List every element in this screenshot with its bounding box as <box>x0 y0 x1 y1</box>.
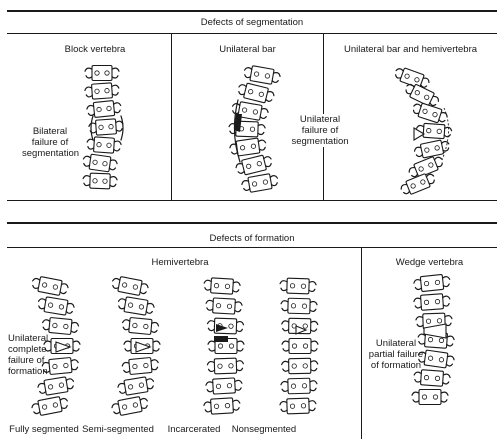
vertebra <box>117 296 155 317</box>
vertebra <box>111 275 149 296</box>
incarcerated-column <box>204 277 244 414</box>
vertebra <box>237 81 276 104</box>
hemivertebra-wedge <box>414 128 424 140</box>
fully-segmented-column <box>31 275 80 416</box>
vertebra <box>281 378 317 394</box>
vertebra <box>282 339 318 354</box>
vertebra <box>207 318 243 334</box>
vertebra <box>417 349 455 369</box>
wedge-vertebra-column <box>412 274 455 405</box>
vertebra <box>280 398 316 414</box>
vertebra <box>204 277 241 294</box>
vertebra <box>206 378 243 395</box>
vertebra <box>282 358 318 374</box>
vertebra <box>82 153 118 173</box>
hemivertebra-bar <box>214 336 228 342</box>
vertebra <box>241 172 279 193</box>
nonsegmented-column <box>280 278 318 414</box>
vertebra <box>37 296 75 317</box>
vertebra <box>117 376 155 397</box>
vertebra <box>122 357 159 375</box>
vertebra <box>87 136 122 153</box>
vertebra <box>393 65 431 90</box>
vertebra <box>85 82 120 99</box>
vertebra <box>85 66 119 81</box>
vertebra <box>207 358 243 374</box>
vertebra <box>414 293 451 310</box>
vertebra <box>83 173 118 189</box>
vertebra <box>412 390 448 405</box>
vertebra <box>89 118 124 135</box>
vertebra <box>413 139 450 160</box>
vertebra <box>42 317 79 335</box>
vertebra <box>281 298 317 314</box>
vertebra <box>111 395 149 416</box>
vertebra <box>416 123 452 139</box>
vertebra <box>86 100 121 118</box>
block-vertebra-column <box>82 66 123 190</box>
vertebra <box>411 101 449 125</box>
unilateral-bar-column <box>229 64 281 193</box>
vertebra <box>243 64 281 85</box>
vertebra <box>235 153 274 176</box>
vertebra <box>31 395 69 416</box>
vertebra <box>280 278 316 294</box>
vertebra <box>31 275 69 296</box>
vertebra <box>42 357 79 375</box>
vertebra <box>206 298 243 315</box>
vertebra <box>413 274 450 293</box>
vertebra <box>122 317 159 335</box>
vertebra <box>37 376 75 397</box>
vertebra <box>204 397 241 414</box>
bar-and-hemivertebra-column <box>393 65 452 197</box>
semi-segmented-column <box>111 275 160 416</box>
vertebra <box>414 369 451 386</box>
